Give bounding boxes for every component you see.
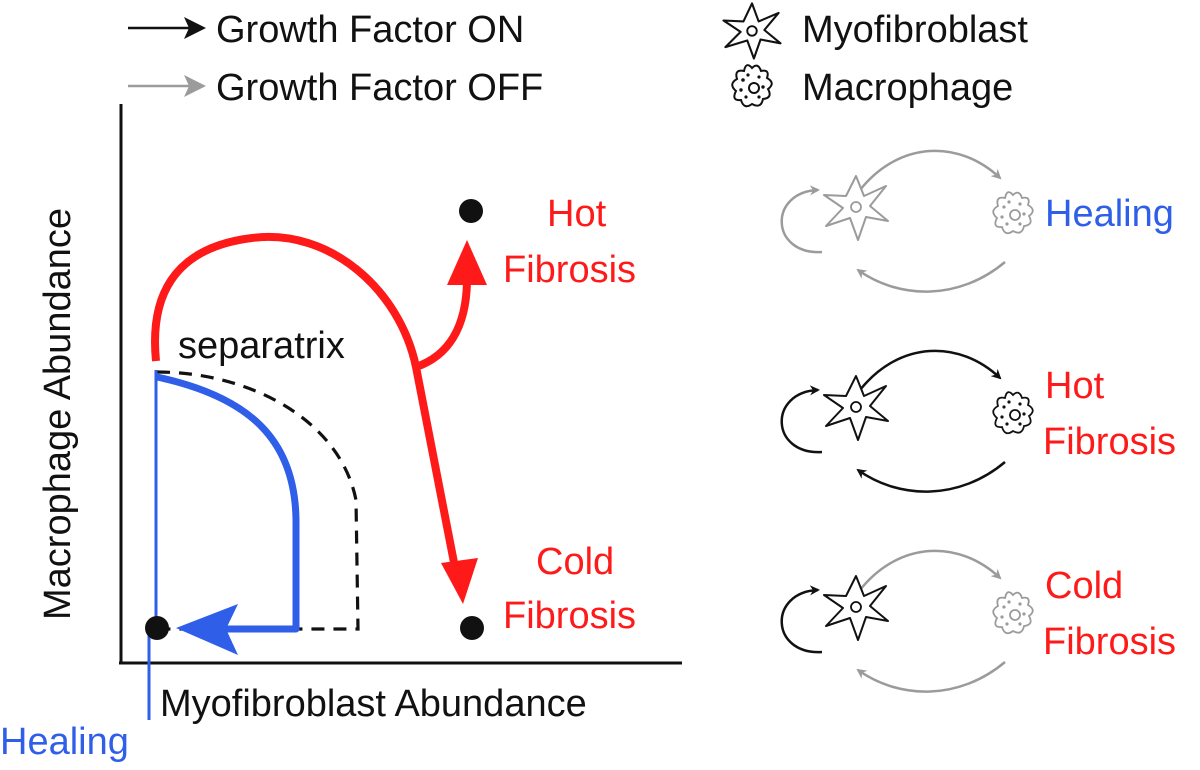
- cold-fibrosis-label-line2: Fibrosis: [503, 595, 636, 637]
- myofibroblast-star-icon: [722, 2, 782, 60]
- growth-factor-off-label: Growth Factor OFF: [216, 67, 543, 109]
- hot-fibrosis-steady-state-dot: [459, 199, 483, 223]
- growth-factor-on-label: Growth Factor ON: [216, 9, 524, 51]
- state-label-hot-fibrosis-line1: Hot: [1045, 365, 1105, 407]
- myofibroblast-autocrine-loop-arrow: [780, 585, 823, 654]
- cold-fibrosis-steady-state-dot: [460, 616, 484, 640]
- healing-steady-state-dot: [145, 616, 169, 640]
- x-axis-title: Myofibroblast Abundance: [160, 683, 587, 725]
- state-label-hot-fibrosis-line2: Fibrosis: [1043, 421, 1176, 463]
- myofibroblast-to-macrophage-arrow: [859, 549, 1002, 591]
- state-circuit-healing: Healing: [780, 149, 1174, 293]
- healing-trajectory: [156, 373, 300, 633]
- macrophage-to-myofibroblast-arrow: [856, 661, 1006, 693]
- separatrix-curve: [156, 370, 360, 631]
- myofibroblast-autocrine-loop-arrow: [780, 385, 823, 454]
- myofibroblast-legend-label: Myofibroblast: [802, 9, 1028, 51]
- myofibroblast-to-macrophage-arrow: [859, 349, 1002, 391]
- myofibroblast-to-macrophage-arrow: [859, 149, 1002, 191]
- myofibroblast-star-icon: [823, 175, 889, 241]
- macrophage-cell-icon: [992, 391, 1034, 435]
- hot-fibrosis-arrowhead: [447, 240, 487, 285]
- state-label-cold-fibrosis-line1: Cold: [1045, 565, 1123, 607]
- myofibroblast-star-icon: [823, 575, 889, 641]
- hot-fibrosis-label-line1: Hot: [547, 193, 607, 235]
- phase-plot: Macrophage Abundance Myofibroblast Abund…: [0, 104, 682, 763]
- separatrix-label: separatrix: [178, 325, 345, 367]
- macrophage-cell-icon: [992, 591, 1034, 635]
- myofibroblast-star-icon: [823, 375, 889, 441]
- macrophage-legend-label: Macrophage: [802, 67, 1013, 109]
- macrophage-to-myofibroblast-arrow: [856, 261, 1006, 293]
- macrophage-cell-icon: [731, 64, 773, 108]
- legend: Growth Factor ON Growth Factor OFF Myofi…: [128, 2, 1028, 109]
- hot-fibrosis-label-line2: Fibrosis: [503, 249, 636, 291]
- healing-arrowhead: [176, 604, 238, 655]
- myofibroblast-autocrine-loop-arrow: [780, 185, 823, 254]
- macrophage-cell-icon: [992, 191, 1034, 235]
- cold-fibrosis-arrowhead: [441, 558, 478, 604]
- state-label-healing-line1: Healing: [1045, 193, 1174, 235]
- state-label-cold-fibrosis-line2: Fibrosis: [1043, 621, 1176, 663]
- y-axis-title: Macrophage Abundance: [37, 208, 79, 620]
- macrophage-to-myofibroblast-arrow: [856, 461, 1006, 493]
- healing-label: Healing: [0, 721, 129, 763]
- fibrosis-trajectory: [151, 232, 461, 579]
- cold-fibrosis-label-line1: Cold: [536, 541, 614, 583]
- hot-fibrosis-branch: [414, 281, 471, 371]
